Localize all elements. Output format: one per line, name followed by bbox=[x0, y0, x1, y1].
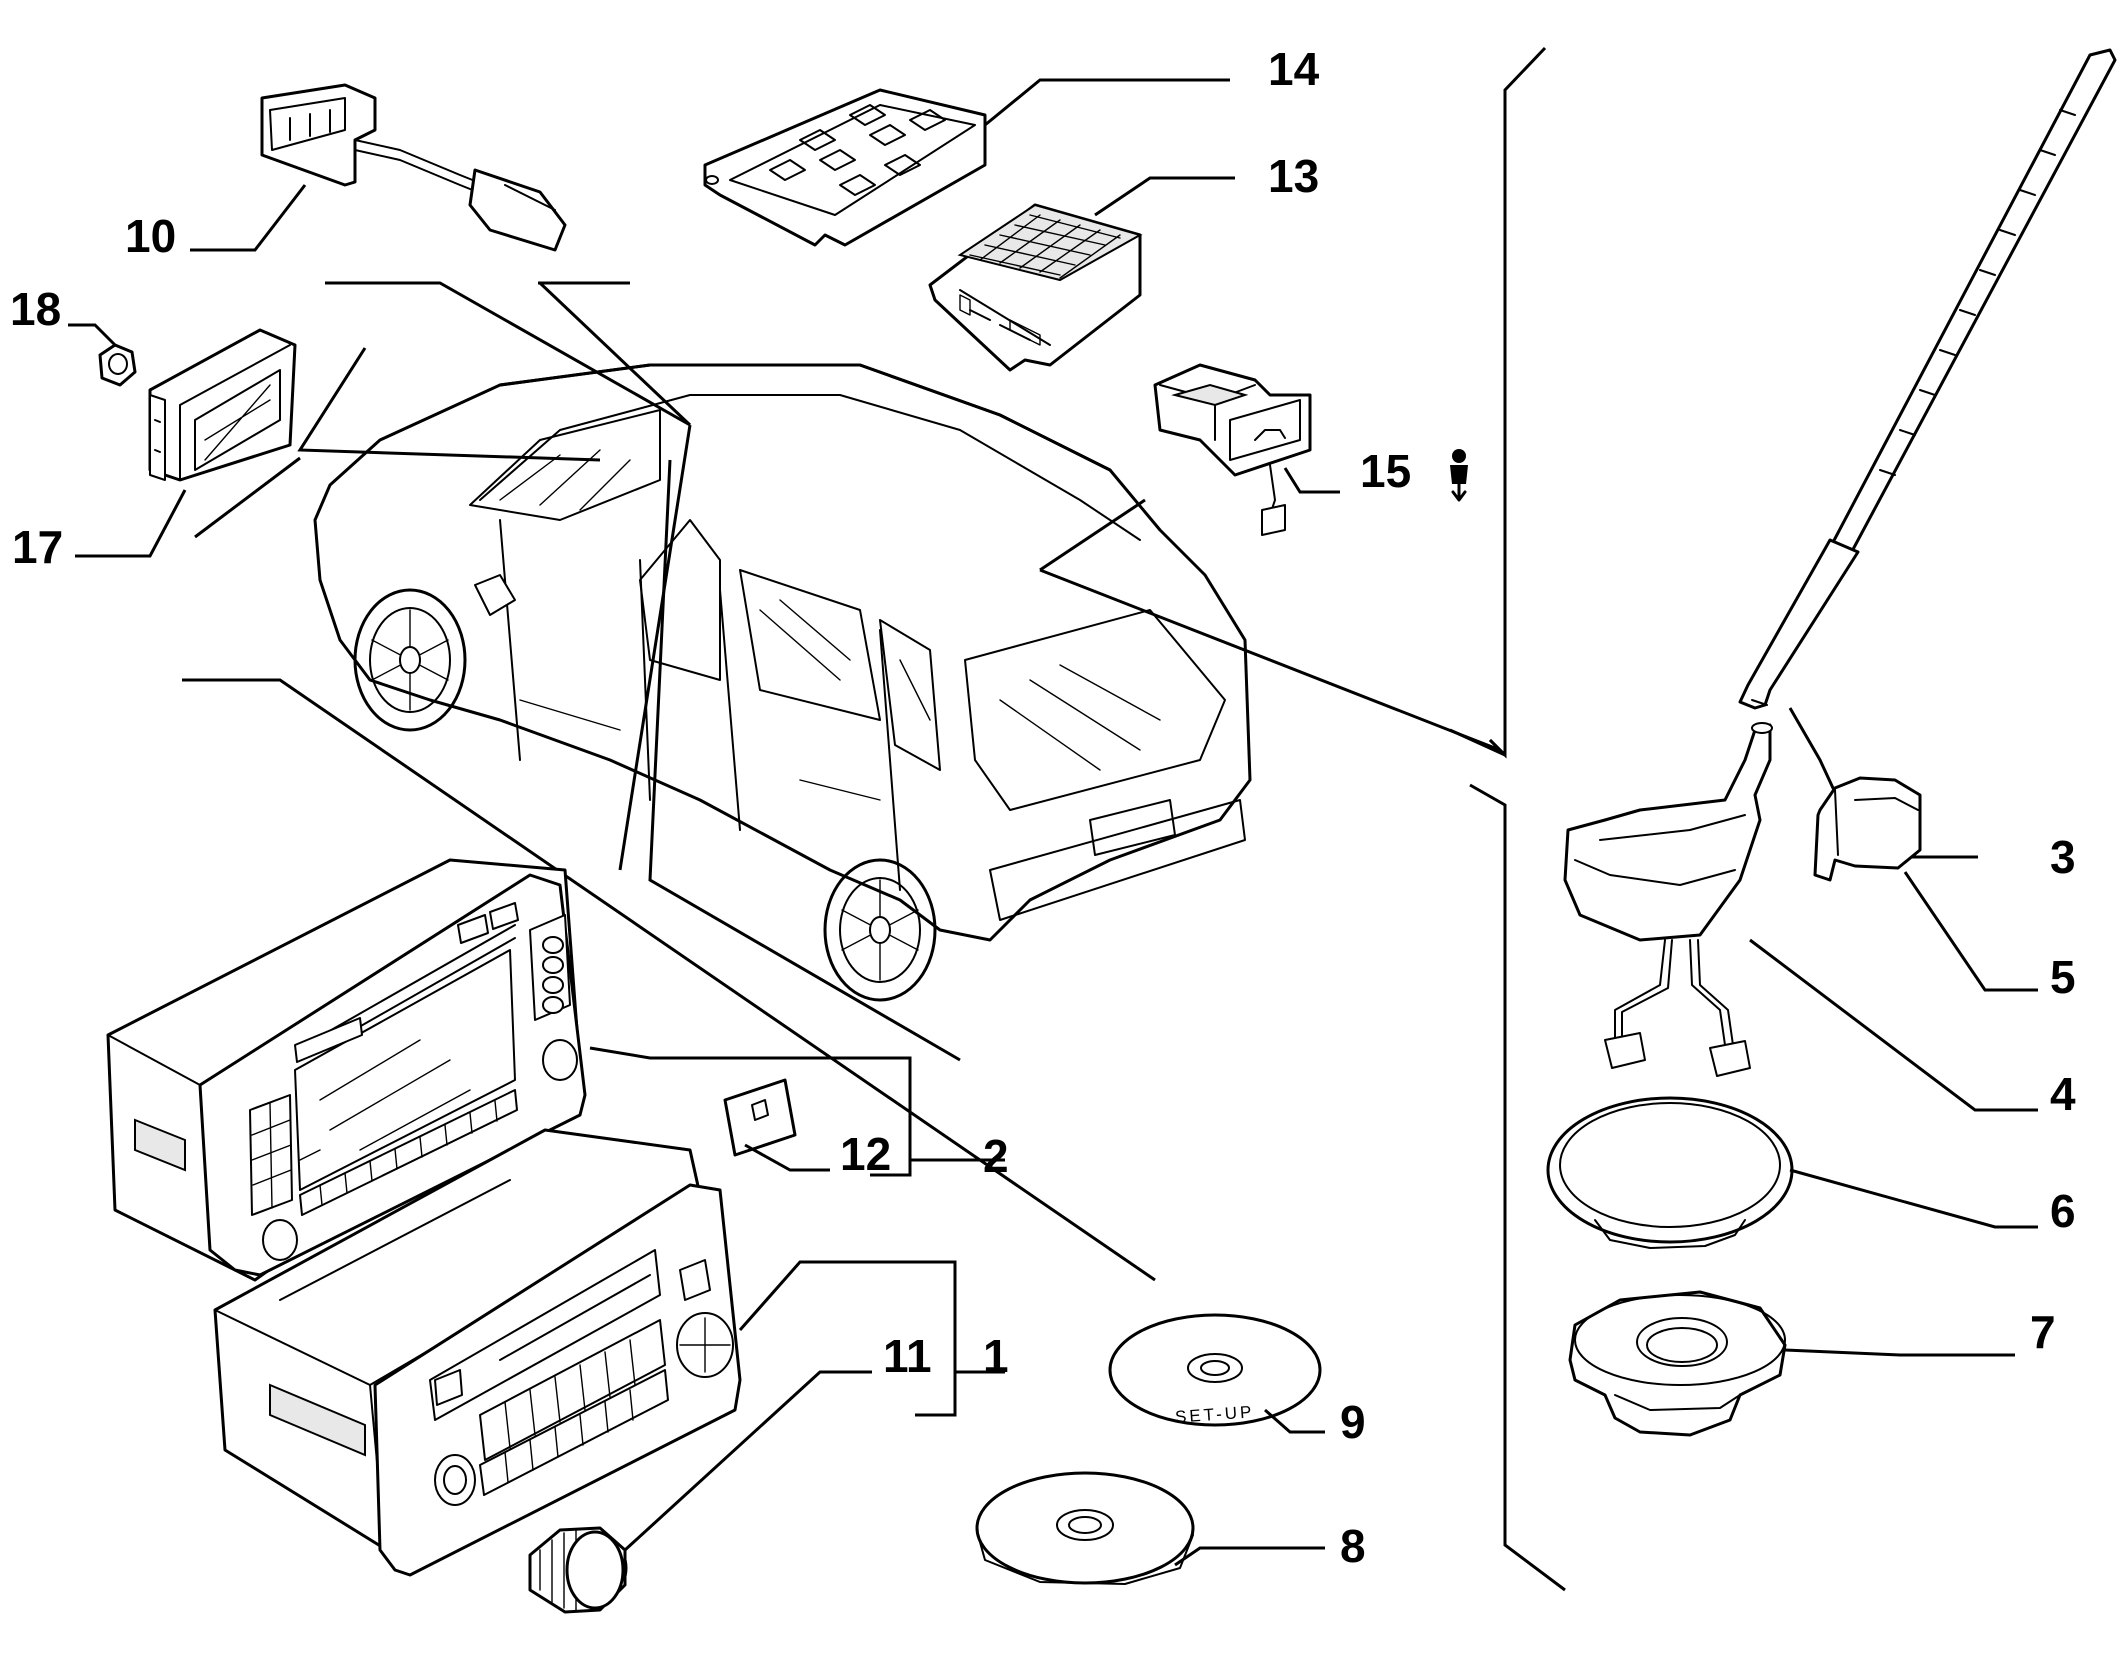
part-13-electronic-unit bbox=[928, 176, 1235, 372]
part-10-connector-cable bbox=[190, 83, 567, 252]
part-7-grommet bbox=[1568, 1290, 2015, 1437]
callout-1: 1 bbox=[983, 1330, 1009, 1382]
part-2-navigation-unit bbox=[106, 858, 1005, 1282]
rear-wheel bbox=[823, 858, 937, 1002]
part-17-control-module bbox=[75, 328, 297, 558]
part-3-antenna-mast bbox=[1738, 48, 2117, 859]
part-15-switch bbox=[1153, 363, 1340, 536]
part-9-setup-disc: SET-UP bbox=[1108, 1313, 1325, 1434]
callout-5: 5 bbox=[2050, 951, 2076, 1003]
part-12-card bbox=[723, 1078, 830, 1172]
callout-12: 12 bbox=[840, 1128, 891, 1180]
front-wheel bbox=[353, 588, 467, 732]
callout-2: 2 bbox=[983, 1130, 1009, 1182]
callout-15: 15 bbox=[1360, 445, 1411, 497]
part-8-disc bbox=[975, 1471, 1325, 1585]
part-4-antenna-base bbox=[1563, 722, 2038, 1112]
callout-4: 4 bbox=[2050, 1068, 2076, 1120]
callout-labels: 14 13 10 18 15 17 3 5 4 12 2 6 11 1 7 9 … bbox=[10, 43, 2076, 1572]
part-1-radio-unit bbox=[213, 1128, 1005, 1577]
part-14-bracket bbox=[703, 78, 1230, 247]
part-5-clip bbox=[1813, 776, 2038, 992]
callout-3: 3 bbox=[2050, 831, 2076, 883]
callout-8: 8 bbox=[1340, 1520, 1366, 1572]
callout-14: 14 bbox=[1268, 43, 1320, 95]
person-down-arrow-icon bbox=[1450, 449, 1468, 502]
callout-9: 9 bbox=[1340, 1396, 1366, 1448]
part-18-nut bbox=[68, 323, 137, 387]
part-11-knob bbox=[528, 1370, 872, 1614]
callout-6: 6 bbox=[2050, 1185, 2076, 1237]
callout-7: 7 bbox=[2030, 1306, 2056, 1358]
callout-18: 18 bbox=[10, 283, 61, 335]
callout-11: 11 bbox=[883, 1330, 932, 1382]
callout-10: 10 bbox=[125, 210, 176, 262]
callout-17: 17 bbox=[12, 521, 63, 573]
part-6-cap bbox=[1546, 1096, 2038, 1249]
car-illustration bbox=[313, 363, 1252, 1002]
callout-13: 13 bbox=[1268, 150, 1319, 202]
car-pointer-lines bbox=[182, 46, 1566, 1592]
